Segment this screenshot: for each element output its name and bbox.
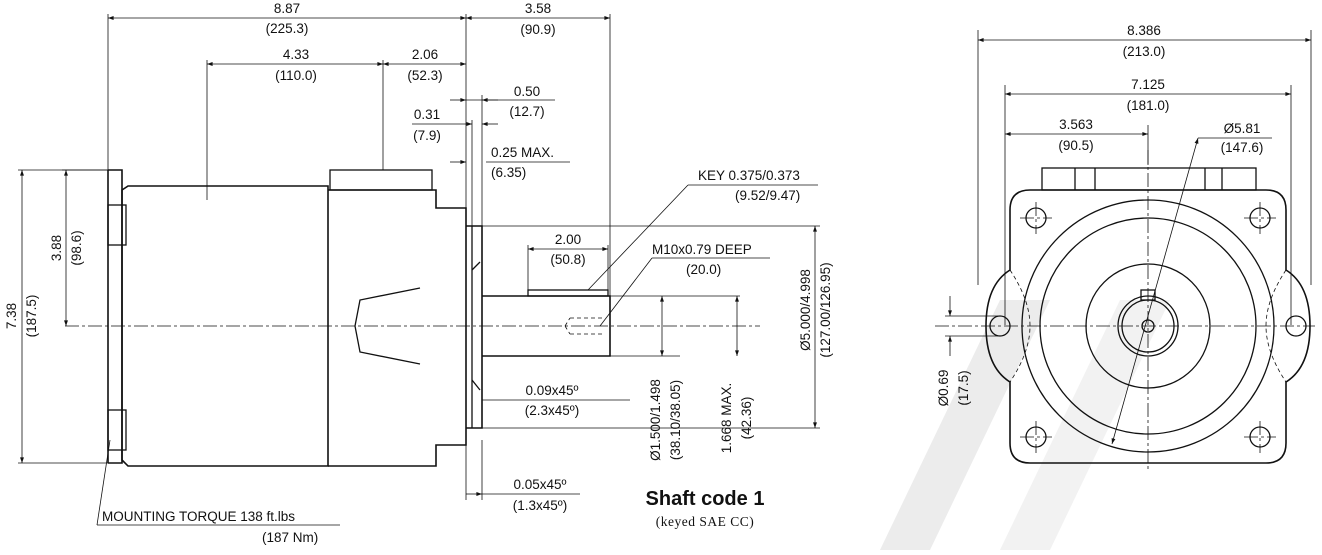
- dim-max-gap-mm: (6.35): [491, 165, 526, 180]
- dim-section2: 2.06: [412, 47, 438, 62]
- dim-pilot-step-mm: (12.7): [509, 104, 544, 119]
- front-view: [935, 30, 1315, 470]
- drawing-title: Shaft code 1: [646, 488, 765, 510]
- dim-section2-mm: (52.3): [407, 68, 442, 83]
- dim-hole-spacing-mm: (181.0): [1127, 98, 1170, 113]
- dim-key-height: 1.668 MAX.: [719, 383, 734, 454]
- dim-hole-spacing: 7.125: [1131, 77, 1165, 92]
- dim-width: 8.386: [1127, 23, 1161, 38]
- dim-pilot-dia: Ø5.000/4.998: [798, 269, 813, 351]
- chamfer2-label-mm: (1.3x45º): [513, 498, 567, 513]
- torque-label-nm: (187 Nm): [262, 530, 318, 545]
- side-view-labels: 8.87 (225.3) 3.58 (90.9) 4.33 (110.0) 2.…: [4, 1, 833, 545]
- dim-key-len: 2.00: [555, 232, 581, 247]
- chamfer2-label: 0.05x45º: [514, 477, 567, 492]
- key-label-mm: (9.52/9.47): [735, 188, 800, 203]
- dim-shaft-extension: 3.58: [525, 1, 551, 16]
- dim-bolt-circle: Ø5.81: [1224, 121, 1261, 136]
- dim-half-spacing: 3.563: [1059, 117, 1093, 132]
- thread-label: M10x0.79 DEEP: [652, 242, 752, 257]
- dim-flange-thk-mm: (7.9): [413, 128, 441, 143]
- dim-shaft-extension-mm: (90.9): [520, 22, 555, 37]
- chamfer1-label: 0.09x45º: [526, 383, 579, 398]
- dim-half-height: 3.88: [49, 235, 64, 261]
- dim-height-mm: (187.5): [24, 295, 39, 338]
- dim-half-spacing-mm: (90.5): [1058, 138, 1093, 153]
- dim-key-len-mm: (50.8): [550, 252, 585, 267]
- dim-pilot-step: 0.50: [514, 84, 540, 99]
- watermark-logo: [880, 300, 1170, 550]
- thread-label-mm: (20.0): [686, 262, 721, 277]
- dim-bolt-circle-mm: (147.6): [1221, 140, 1264, 155]
- dim-half-height-mm: (98.6): [69, 230, 84, 265]
- chamfer1-label-mm: (2.3x45º): [525, 403, 579, 418]
- dim-flange-thk: 0.31: [414, 107, 440, 122]
- side-view: [18, 14, 820, 526]
- dim-shaft-dia-mm: (38.10/38.05): [668, 380, 683, 460]
- torque-label: MOUNTING TORQUE 138 ft.lbs: [102, 509, 295, 524]
- dim-overall-length: 8.87: [274, 1, 300, 16]
- dim-height: 7.38: [4, 303, 19, 329]
- dim-body-to-center-mm: (110.0): [275, 68, 317, 83]
- dim-max-gap: 0.25 MAX.: [491, 145, 554, 160]
- dim-body-to-center: 4.33: [283, 47, 309, 62]
- dim-shaft-dia: Ø1.500/1.498: [648, 379, 663, 461]
- dim-pilot-dia-mm: (127.00/126.95): [818, 262, 833, 357]
- dim-hole-dia-mm: (17.5): [956, 370, 971, 405]
- dim-overall-length-mm: (225.3): [266, 21, 309, 36]
- front-view-labels: 8.386 (213.0) 7.125 (181.0) 3.563 (90.5)…: [936, 23, 1263, 406]
- dim-hole-dia: Ø0.69: [936, 370, 951, 407]
- drawing-subtitle: (keyed SAE CC): [656, 514, 755, 529]
- dim-width-mm: (213.0): [1123, 44, 1166, 59]
- key-label: KEY 0.375/0.373: [698, 168, 800, 183]
- dim-key-height-mm: (42.36): [739, 397, 754, 440]
